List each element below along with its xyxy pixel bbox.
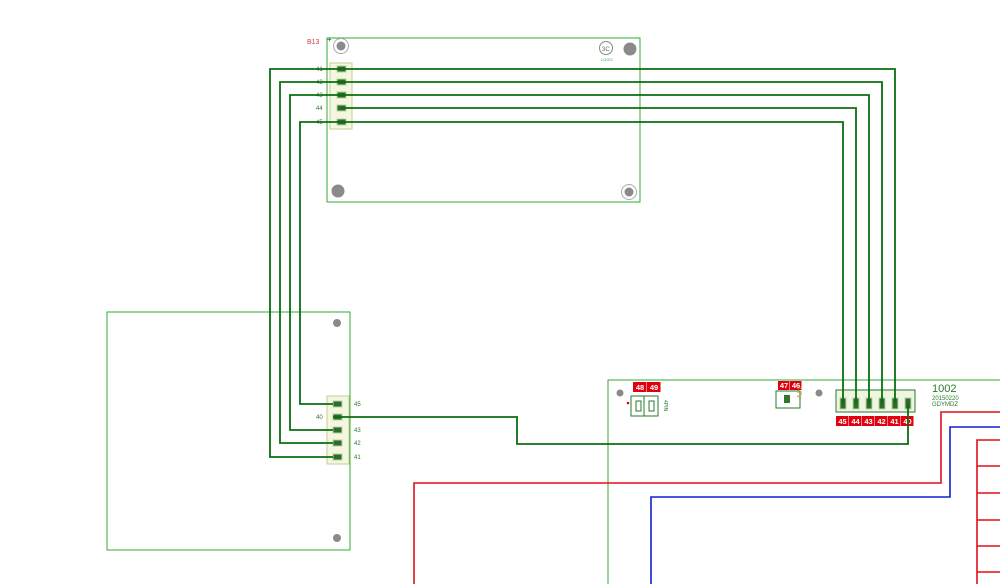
left-mount-hole-bottom xyxy=(333,534,341,542)
trace-41 xyxy=(269,68,896,458)
trace-40 xyxy=(333,403,909,445)
left-pin-label: 41 xyxy=(354,455,361,461)
connector-3v7-pad-label: 47 xyxy=(780,381,788,390)
left-pin-label: 40 xyxy=(316,415,323,421)
left-board-outline xyxy=(106,311,351,551)
connector-3v7[interactable]: 47 46 3.7V xyxy=(775,381,802,409)
top-pin-label: 44 xyxy=(316,106,323,112)
top-board-outline xyxy=(326,37,641,203)
main-board-date: 20150220 xyxy=(932,396,959,402)
trace-42 xyxy=(279,81,883,444)
left-board[interactable]: 45 40 43 42 41 xyxy=(106,311,361,551)
logo-caption: LOGO xyxy=(601,57,613,62)
left-mount-hole-top xyxy=(333,319,341,327)
main-header-pad-43: 43 xyxy=(862,416,875,426)
connector-4pin-pad-label: 48 xyxy=(636,383,644,392)
top-pin-label: 42 xyxy=(316,80,323,86)
logo-marker: 3C LOGO xyxy=(599,41,613,62)
main-header-pad-label: 43 xyxy=(864,417,872,426)
main-header-pad-label: 41 xyxy=(890,417,898,426)
power-wires xyxy=(413,411,1000,584)
top-board-ref-label: B13 xyxy=(307,39,320,46)
top-board-corner-mark: + xyxy=(327,35,332,44)
main-mount-hole-left xyxy=(616,389,624,397)
mount-hole-bottom-left xyxy=(331,184,345,198)
main-header-body xyxy=(835,389,916,413)
main-board-code: GDYMDZ xyxy=(932,402,958,408)
connector-3v7-caption: 3.7V xyxy=(795,386,801,398)
trace-43 xyxy=(289,94,870,431)
trace-44 xyxy=(341,107,857,403)
main-board-id: 1002 xyxy=(932,383,956,395)
top-pin-label: 41 xyxy=(316,67,323,73)
mount-hole-bottom-right xyxy=(621,184,637,200)
mount-hole-top-right xyxy=(623,42,637,56)
logo-label: 3C xyxy=(602,47,610,53)
connector-4pin-pad-48: 48 xyxy=(633,382,647,392)
connector-4pin-pad-49: 49 xyxy=(647,382,661,392)
connector-3v7-body xyxy=(775,390,801,409)
left-pin-label: 45 xyxy=(354,402,361,408)
main-mount-hole-right xyxy=(815,389,823,397)
left-pin-label: 43 xyxy=(354,428,361,434)
signal-traces xyxy=(269,68,909,458)
connector-3v7-pad-47: 47 xyxy=(778,381,790,390)
main-header-pad-45: 45 xyxy=(836,416,849,426)
main-header-pad-42: 42 xyxy=(875,416,888,426)
main-header-pad-label: 44 xyxy=(851,417,860,426)
main-header-pad-label: 45 xyxy=(838,417,846,426)
main-header-pad-label: 42 xyxy=(877,417,885,426)
power-grid-red xyxy=(976,439,1000,584)
power-wire-red xyxy=(413,411,1000,584)
connector-4pin[interactable]: 48 49 4PIN xyxy=(626,382,668,417)
top-pin-label: 43 xyxy=(316,93,323,99)
connector-4pin-caption: 4PIN xyxy=(662,400,668,412)
main-header-pad-41: 41 xyxy=(888,416,901,426)
top-board-connector[interactable]: 41 42 43 44 45 xyxy=(316,62,353,130)
left-pin-label: 42 xyxy=(354,441,361,447)
top-pin-label: 45 xyxy=(316,120,323,126)
main-header-pad-44: 44 xyxy=(849,416,862,426)
connector-4pin-pad-label: 49 xyxy=(650,383,658,392)
connector-3v7-pad-46: 46 xyxy=(790,381,802,390)
power-wire-blue xyxy=(650,426,1000,584)
connector-3v7-pad-label: 46 xyxy=(792,381,800,390)
mount-hole-top-left xyxy=(333,38,349,54)
top-board[interactable]: B13 + 3C LOGO 41 42 43 44 45 xyxy=(307,35,641,203)
trace-45 xyxy=(299,121,844,405)
